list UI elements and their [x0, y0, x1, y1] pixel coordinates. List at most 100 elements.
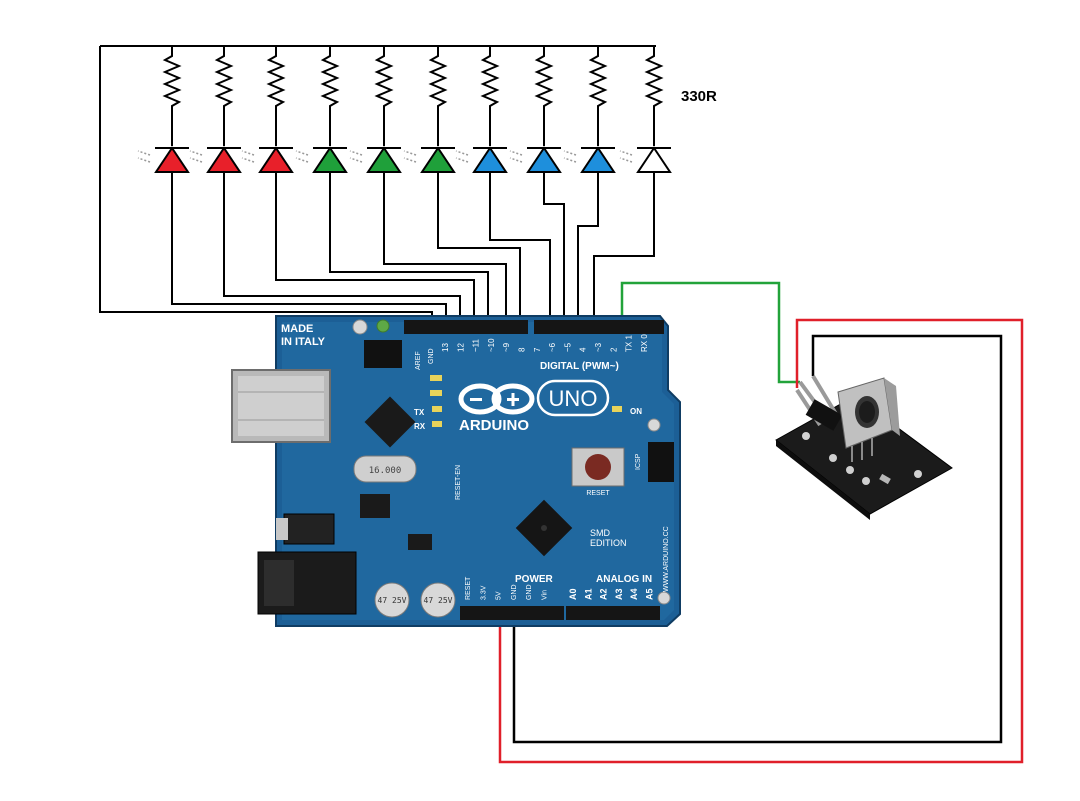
pin-label: 7	[533, 347, 542, 352]
led	[241, 146, 294, 173]
pin-label: ~9	[502, 342, 511, 352]
svg-text:ICSP: ICSP	[635, 453, 642, 470]
pin-label: 13	[441, 343, 450, 352]
power-jack	[257, 551, 357, 615]
pin-label: A5	[645, 588, 655, 600]
led	[563, 146, 616, 173]
gnd-label: GND	[428, 348, 435, 364]
reset-en-label: RESET-EN	[455, 465, 462, 500]
led	[189, 146, 242, 173]
ir-power-wire	[498, 318, 1024, 764]
svg-text:RESET: RESET	[586, 490, 610, 497]
usb-connector	[231, 369, 331, 443]
pin-label: TX 1	[625, 335, 634, 352]
resistor	[216, 45, 232, 146]
resistor	[536, 45, 552, 146]
led-wire	[437, 172, 521, 322]
ir-sensor	[837, 377, 900, 462]
power-pin-labels: RESET 3.3V 5V GND GND Vin	[465, 576, 549, 600]
resistor	[376, 45, 392, 146]
pin-label: 5V	[496, 591, 503, 600]
tx-label: TX	[414, 408, 425, 417]
pin-label: 12	[456, 343, 465, 352]
arduino-board: 47 25V 47 25V 16.000 RESET ICSP	[231, 315, 681, 627]
reset-button: RESET	[571, 447, 625, 497]
digital-label: DIGITAL (PWM~)	[540, 361, 619, 372]
pin-label: 4	[579, 347, 588, 352]
svg-text:47 25V: 47 25V	[378, 596, 407, 605]
pin-label: GND	[526, 584, 533, 600]
pin-label: 8	[518, 347, 527, 352]
icsp-header: ICSP	[635, 442, 674, 482]
resistor	[590, 45, 606, 146]
ir-data-wire	[620, 281, 800, 384]
smd-label-2: EDITION	[590, 538, 627, 548]
pin-label: ~11	[472, 338, 481, 352]
brand-label: ARDUINO	[459, 417, 529, 434]
resistor	[430, 45, 446, 146]
led-wire	[171, 172, 447, 322]
led-wire	[543, 172, 565, 322]
resistor	[482, 45, 498, 146]
led-wire	[489, 172, 551, 322]
on-label: ON	[630, 407, 642, 416]
led-wire	[383, 172, 507, 322]
led	[349, 146, 402, 173]
led	[295, 146, 348, 173]
pin-label: Vin	[542, 590, 549, 600]
website-label: WWW.ARDUINO.CC	[663, 526, 670, 592]
aref-label: AREF	[415, 351, 422, 370]
pin-label: A4	[629, 588, 639, 600]
digital-header	[404, 320, 664, 334]
power-label: POWER	[515, 574, 554, 585]
capacitor-1: 47 25V	[374, 582, 410, 618]
led-array	[137, 146, 672, 173]
arduino-logo	[458, 379, 610, 417]
analog-label: ANALOG IN	[596, 574, 652, 585]
pin-label: ~5	[563, 342, 572, 352]
pin-label: RESET	[465, 576, 472, 600]
crystal: 16.000	[353, 455, 417, 483]
rx-label: RX	[414, 422, 426, 431]
led-wire	[275, 172, 475, 322]
ir-receiver-module	[775, 374, 953, 520]
led	[137, 146, 190, 173]
resistor	[646, 45, 662, 146]
svg-text:16.000: 16.000	[369, 466, 402, 476]
resistor	[164, 45, 180, 146]
led-wire	[329, 172, 489, 322]
pin-label: RX 0	[640, 334, 649, 352]
led-wire	[593, 172, 655, 322]
pin-label: 2	[609, 347, 618, 352]
capacitor-2: 47 25V	[420, 582, 456, 618]
led	[619, 146, 672, 173]
ir-ground-wire	[512, 334, 1003, 744]
pin-label: ~6	[548, 342, 557, 352]
smd-label-1: SMD	[590, 528, 611, 538]
pin-label: A2	[599, 588, 609, 600]
analog-pin-labels: A0 A1 A2 A3 A4 A5	[568, 588, 655, 600]
made-in-label-1: MADE	[281, 323, 313, 335]
pin-label: A0	[568, 588, 578, 600]
resistor-array	[164, 45, 662, 146]
led-wires	[171, 172, 655, 322]
led	[455, 146, 508, 173]
analog-header	[566, 606, 660, 620]
led-wire	[577, 172, 599, 322]
pin-label: A1	[583, 588, 593, 600]
led	[509, 146, 562, 173]
pin-label: 3.3V	[480, 585, 487, 600]
resistor	[322, 45, 338, 146]
resistor	[268, 45, 284, 146]
model-label: UNO	[549, 386, 598, 411]
pin-label: ~3	[594, 342, 603, 352]
led-wire	[223, 172, 461, 322]
svg-text:47 25V: 47 25V	[424, 596, 453, 605]
resistor-value-label: 330R	[681, 88, 717, 105]
pin-label: GND	[511, 584, 518, 600]
pin-label: A3	[614, 588, 624, 600]
led	[403, 146, 456, 173]
power-header	[460, 606, 564, 620]
